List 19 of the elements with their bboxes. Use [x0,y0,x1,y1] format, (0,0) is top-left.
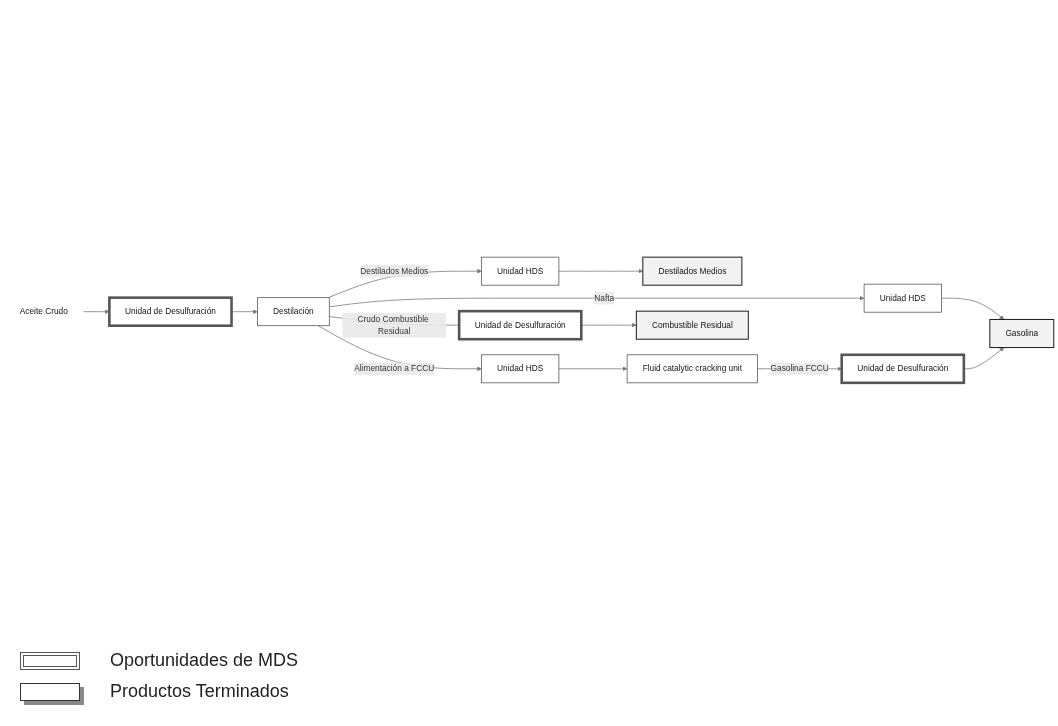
node-box: Unidad de Desulfuración [840,353,966,385]
node-box: Gasolina [989,318,1055,349]
node-box: Destilación [257,297,330,327]
legend-text: Oportunidades de MDS [110,650,299,671]
node-box: Destilados Medios [642,256,743,286]
node-box: Fluid catalytic cracking unit [626,354,758,384]
node-box: Unidad HDS [481,354,560,384]
node-box: Unidad HDS [863,283,942,313]
node-text: Aceite Crudo [19,307,68,316]
edge-label: Crudo Combustible Residual [357,314,429,336]
node-box: Unidad de Desulfuración [108,296,233,327]
node-box: Unidad de Desulfuración [457,309,583,341]
node-box: Unidad HDS [481,256,560,286]
legend-text: Productos Terminados [110,681,289,702]
edge-label: Alimentación a FCCU [354,364,435,373]
edge-label: Gasolina FCCU [770,364,829,373]
node-box: Combustible Residual [635,310,749,340]
edge-label: Nafta [594,293,615,303]
edge-label: Destilados Medios [360,266,429,276]
